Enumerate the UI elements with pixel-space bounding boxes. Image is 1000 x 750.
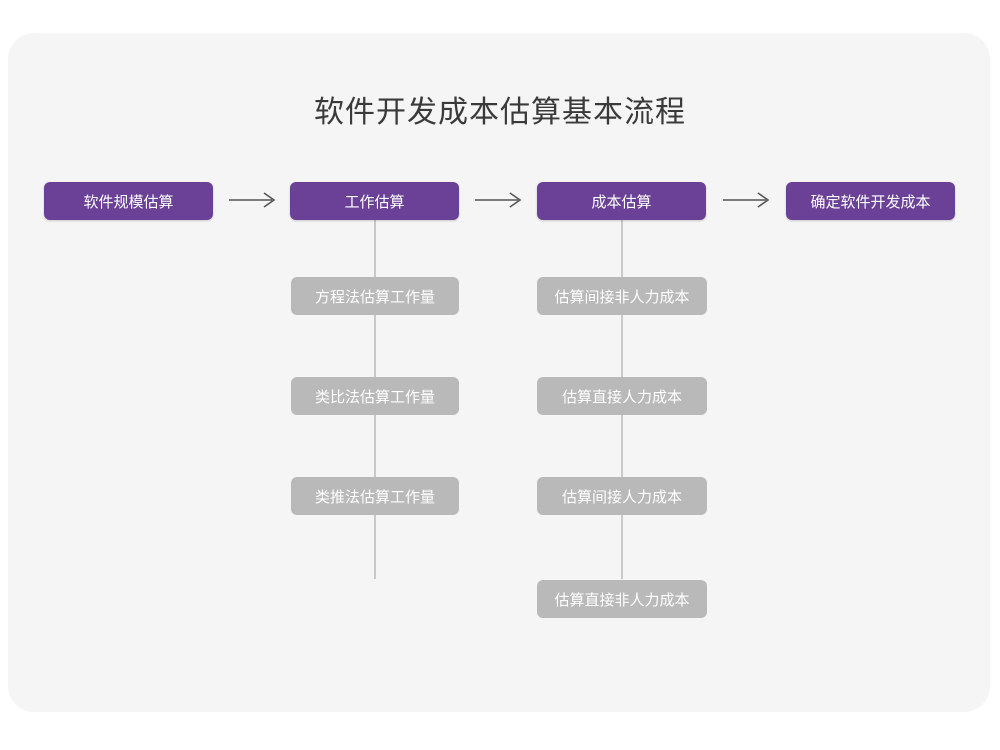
sub-node-stage3-1[interactable]: 估算间接非人力成本: [537, 277, 707, 315]
sub-node-stage3-2[interactable]: 估算直接人力成本: [537, 377, 707, 415]
page-title: 软件开发成本估算基本流程: [314, 96, 686, 129]
arrow-icon-2: [474, 188, 526, 212]
sub-node-stage3-4[interactable]: 估算直接非人力成本: [537, 580, 707, 618]
stage-node-1[interactable]: 软件规模估算: [44, 182, 213, 220]
stage-node-2[interactable]: 工作估算: [290, 182, 459, 220]
arrow-icon-3: [722, 188, 774, 212]
sub-node-stage2-2[interactable]: 类比法估算工作量: [291, 377, 459, 415]
arrow-icon-1: [228, 188, 280, 212]
diagram-card: [8, 33, 990, 712]
sub-node-stage2-3[interactable]: 类推法估算工作量: [291, 477, 459, 515]
sub-node-stage2-1[interactable]: 方程法估算工作量: [291, 277, 459, 315]
stage-node-4[interactable]: 确定软件开发成本: [786, 182, 955, 220]
stage-node-3[interactable]: 成本估算: [537, 182, 706, 220]
sub-node-stage3-3[interactable]: 估算间接人力成本: [537, 477, 707, 515]
